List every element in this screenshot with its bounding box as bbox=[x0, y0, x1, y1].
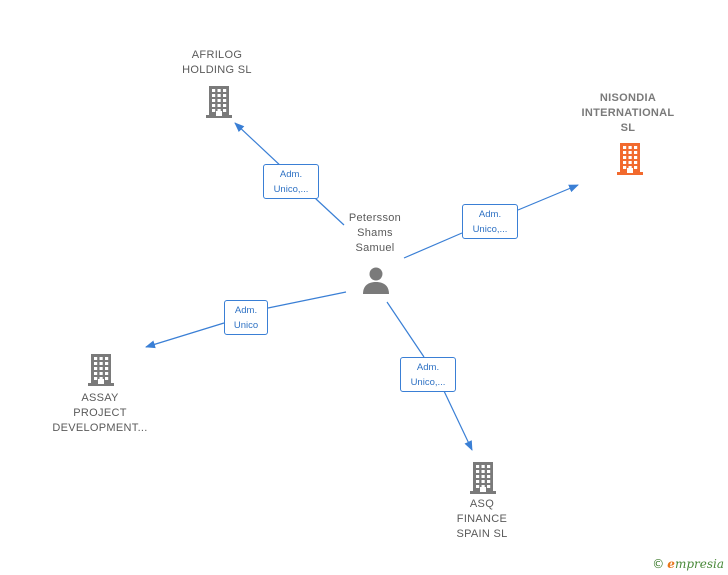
copyright-icon: © bbox=[652, 557, 665, 571]
edge-line-asq bbox=[386, 301, 425, 358]
brand-name: mpresia bbox=[674, 557, 724, 571]
edge-label-asq[interactable]: Adm. Unico,... bbox=[400, 357, 456, 392]
brand-logo-e: e bbox=[667, 557, 675, 571]
person-icon[interactable] bbox=[361, 265, 391, 295]
building-icon[interactable] bbox=[85, 352, 117, 386]
edge-line-afrilog bbox=[315, 198, 345, 226]
edge-label-afrilog[interactable]: Adm. Unico,... bbox=[263, 164, 319, 199]
edge-line-assay bbox=[267, 291, 347, 309]
person-name[interactable]: Petersson Shams Samuel bbox=[348, 212, 402, 254]
edge-label-assay[interactable]: Adm. Unico bbox=[224, 300, 268, 335]
building-icon[interactable] bbox=[467, 460, 499, 494]
copyright-brand: ©empresia bbox=[652, 557, 724, 571]
edge-arrow-assay bbox=[145, 322, 225, 349]
company-nisondia-label[interactable]: NISONDIA INTERNATIONAL SL bbox=[581, 92, 675, 134]
company-assay-label[interactable]: ASSAY PROJECT DEVELOPMENT... bbox=[52, 392, 148, 434]
edge-label-nisondia[interactable]: Adm. Unico,... bbox=[462, 204, 518, 239]
building-icon[interactable] bbox=[203, 84, 235, 118]
edge-arrow-nisondia bbox=[517, 184, 579, 211]
building-icon[interactable] bbox=[614, 141, 646, 175]
company-afrilog-label[interactable]: AFRILOG HOLDING SL bbox=[182, 49, 252, 76]
edge-line-nisondia bbox=[403, 232, 463, 259]
edge-arrow-asq bbox=[443, 390, 473, 451]
company-asq-label[interactable]: ASQ FINANCE SPAIN SL bbox=[456, 498, 508, 540]
